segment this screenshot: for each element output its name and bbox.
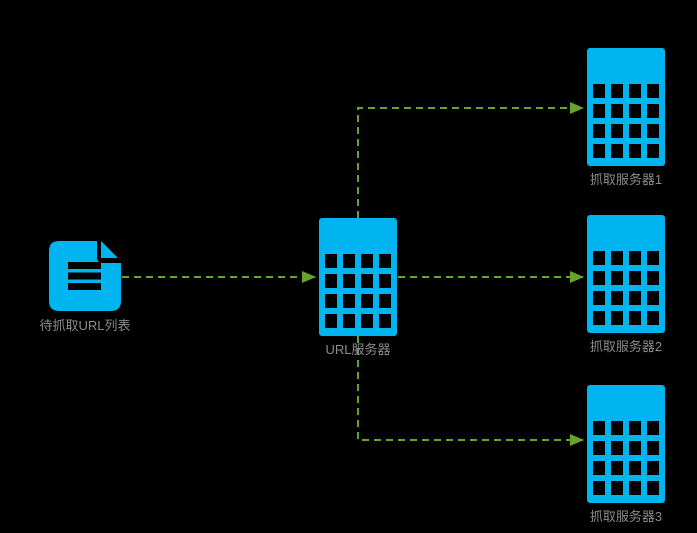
server-slot — [593, 441, 605, 455]
server-slot — [629, 104, 641, 118]
document-text-lines — [68, 262, 101, 290]
server-slot — [647, 251, 659, 265]
server-slot — [647, 421, 659, 435]
server-slot — [647, 104, 659, 118]
server-slot — [325, 254, 337, 268]
server-slot — [611, 481, 623, 495]
node-url-server-label: URL服务器 — [325, 342, 391, 357]
server-slot — [343, 254, 355, 268]
server-grid — [593, 421, 659, 495]
server-slot — [629, 251, 641, 265]
server-slot — [611, 251, 623, 265]
server-slot — [593, 144, 605, 158]
server-slot — [629, 144, 641, 158]
server-icon — [587, 215, 665, 333]
server-icon — [587, 385, 665, 503]
server-slot — [593, 421, 605, 435]
node-crawler-1[interactable]: 抓取服务器1 — [566, 48, 686, 187]
server-slot — [593, 481, 605, 495]
server-slot — [593, 251, 605, 265]
server-slot — [647, 84, 659, 98]
server-slot — [611, 144, 623, 158]
server-slot — [611, 291, 623, 305]
server-slot — [343, 314, 355, 328]
server-slot — [611, 124, 623, 138]
server-slot — [629, 311, 641, 325]
server-slot — [593, 124, 605, 138]
server-slot — [379, 294, 391, 308]
server-slot — [647, 291, 659, 305]
server-slot — [361, 274, 373, 288]
server-slot — [325, 294, 337, 308]
server-slot — [593, 104, 605, 118]
server-slot — [629, 124, 641, 138]
server-slot — [325, 274, 337, 288]
server-slot — [647, 481, 659, 495]
server-slot — [379, 314, 391, 328]
server-grid — [593, 84, 659, 158]
server-slot — [647, 271, 659, 285]
server-slot — [611, 441, 623, 455]
server-slot — [647, 144, 659, 158]
document-fold — [101, 241, 118, 258]
server-slot — [647, 441, 659, 455]
server-slot — [593, 311, 605, 325]
server-slot — [361, 314, 373, 328]
server-slot — [361, 254, 373, 268]
server-icon — [319, 218, 397, 336]
node-crawler-2-label: 抓取服务器2 — [589, 339, 663, 354]
server-slot — [629, 461, 641, 475]
node-crawler-3-label: 抓取服务器3 — [589, 509, 663, 524]
server-grid — [325, 254, 391, 328]
server-slot — [647, 311, 659, 325]
server-slot — [379, 254, 391, 268]
server-slot — [629, 421, 641, 435]
server-slot — [611, 421, 623, 435]
server-slot — [593, 461, 605, 475]
server-slot — [611, 104, 623, 118]
server-slot — [325, 314, 337, 328]
server-slot — [593, 291, 605, 305]
server-slot — [629, 84, 641, 98]
server-slot — [629, 481, 641, 495]
server-slot — [379, 274, 391, 288]
server-slot — [611, 84, 623, 98]
server-slot — [611, 311, 623, 325]
node-url-server[interactable]: URL服务器 — [298, 218, 418, 357]
server-slot — [343, 294, 355, 308]
server-slot — [647, 461, 659, 475]
server-slot — [629, 291, 641, 305]
server-slot — [593, 84, 605, 98]
server-slot — [593, 271, 605, 285]
connector-urlserver-to-crawler1 — [357, 102, 584, 218]
node-url-list[interactable]: 待抓取URL列表 — [15, 241, 155, 333]
server-slot — [343, 274, 355, 288]
server-icon — [587, 48, 665, 166]
node-crawler-2[interactable]: 抓取服务器2 — [566, 215, 686, 354]
server-slot — [629, 441, 641, 455]
server-slot — [361, 294, 373, 308]
node-crawler-3[interactable]: 抓取服务器3 — [566, 385, 686, 524]
server-slot — [611, 461, 623, 475]
server-slot — [629, 271, 641, 285]
server-grid — [593, 251, 659, 325]
node-crawler-1-label: 抓取服务器1 — [589, 172, 663, 187]
node-url-list-label: 待抓取URL列表 — [39, 318, 131, 333]
server-slot — [647, 124, 659, 138]
server-slot — [611, 271, 623, 285]
document-icon — [49, 241, 121, 311]
